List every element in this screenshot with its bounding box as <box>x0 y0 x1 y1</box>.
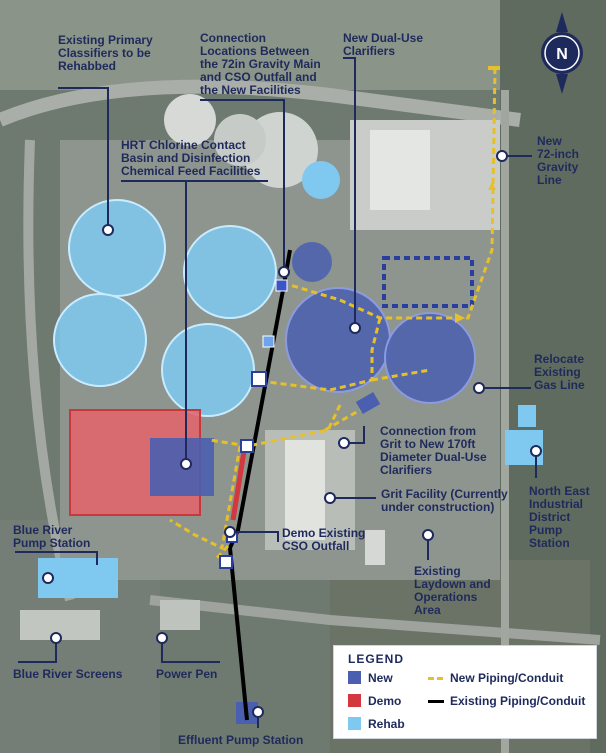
label-effluent-pump-station: Effluent Pump Station <box>178 733 304 747</box>
grit-connection-box <box>355 391 381 415</box>
leader-lines <box>15 57 537 728</box>
label-relocate-existing-gas-line: Relocate Existing Gas Line <box>534 352 585 392</box>
label-north-east-industrial: North East Industrial District Pump Stat… <box>529 484 590 550</box>
legend-existing-piping-label: Existing Piping/Conduit <box>450 694 586 708</box>
existing-small-tank <box>302 161 340 199</box>
label-connection-from-grit: Connection from Grit to New 170ft Diamet… <box>380 424 487 477</box>
demo-cso-outfall <box>230 444 248 521</box>
primary-classifier-3 <box>53 293 147 387</box>
new-facility-outline <box>382 256 474 308</box>
leader-dots <box>42 150 542 718</box>
label-existing-primary-classifiers: Existing Primary Classifiers to be Rehab… <box>58 33 153 73</box>
label-connection-locations: Connection Locations Between the 72in Gr… <box>200 31 321 97</box>
legend: LEGEND New Demo Rehab New Piping/Conduit… <box>333 645 597 739</box>
label-new-dual-use-clarifiers: New Dual-Use Clarifiers <box>343 31 424 58</box>
west-road <box>23 139 75 602</box>
south-road <box>149 595 601 645</box>
north-building <box>370 130 430 210</box>
label-power-pen: Power Pen <box>156 667 218 681</box>
primary-classifier-2 <box>183 225 277 319</box>
legend-title: LEGEND <box>348 652 405 666</box>
label-blue-river-screens: Blue River Screens <box>13 667 123 681</box>
small-building <box>365 530 385 565</box>
legend-demo-label: Demo <box>368 694 402 708</box>
label-demo-existing-cso: Demo Existing CSO Outfall <box>282 526 366 553</box>
new-piping <box>169 67 497 562</box>
power-pen-area <box>160 600 200 630</box>
legend-new-swatch <box>348 671 361 684</box>
north-east-pump-station-annex <box>518 405 536 427</box>
north-arrow-icon: N <box>541 12 583 94</box>
label-new-72-inch-gravity-line: New 72-inch Gravity Line <box>537 134 580 187</box>
legend-demo-swatch <box>348 694 361 707</box>
legend-rehab-swatch <box>348 717 361 730</box>
grit-building <box>285 440 325 540</box>
north-road <box>0 79 521 127</box>
legend-new-label: New <box>368 671 393 685</box>
new-small-tank <box>292 242 332 282</box>
label-grit-facility: Grit Facility (Currently under construct… <box>381 487 508 514</box>
new-clarifier-2 <box>384 312 476 404</box>
existing-tank-3 <box>214 114 266 166</box>
legend-new-piping-line <box>428 677 444 680</box>
primary-classifier-4 <box>161 323 255 417</box>
legend-new-piping-label: New Piping/Conduit <box>450 671 564 685</box>
label-existing-laydown: Existing Laydown and Operations Area <box>414 564 491 617</box>
legend-existing-piping-line <box>428 700 444 703</box>
legend-rehab-label: Rehab <box>368 717 405 731</box>
existing-tank-1 <box>164 94 216 146</box>
north-arrow-letter: N <box>556 46 568 63</box>
primary-classifier-1 <box>68 199 166 297</box>
label-blue-river-pump-station: Blue River Pump Station <box>13 523 91 550</box>
label-hrt-chlorine-contact: HRT Chlorine Contact Basin and Disinfect… <box>121 138 261 178</box>
